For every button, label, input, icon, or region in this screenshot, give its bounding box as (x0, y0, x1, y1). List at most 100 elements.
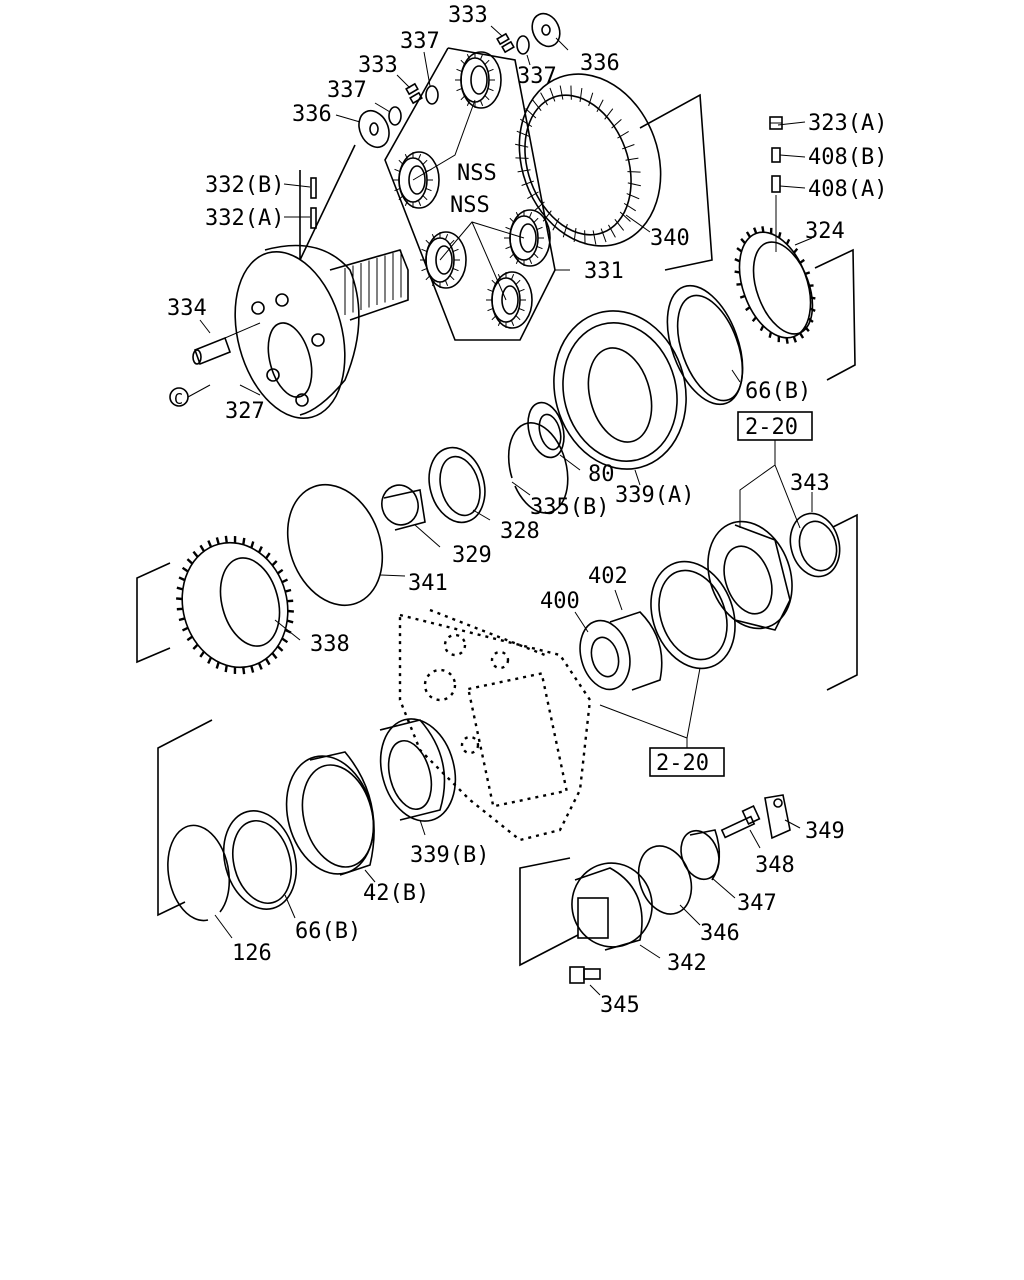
callout-c: C (174, 390, 183, 408)
callout-336-left: 336 (292, 102, 332, 127)
washer-336-right (531, 12, 561, 48)
callout-337-left: 337 (327, 78, 367, 103)
sync-sleeve-42b (285, 751, 375, 876)
bracket-343 (826, 513, 858, 691)
callout-402: 402 (588, 564, 628, 589)
companion-flange-342 (571, 862, 653, 951)
leader-ref-bottom-2 (686, 667, 701, 739)
sync-ring-66b-upper (666, 284, 744, 406)
callout-334: 334 (167, 296, 207, 321)
bolt-323a (769, 116, 783, 130)
leader-ref-bottom (599, 704, 688, 748)
callout-341: 341 (408, 571, 448, 596)
bracket-327 (299, 144, 356, 261)
rear-housing (707, 520, 793, 631)
snap-ring-126 (167, 824, 231, 922)
sync-ring-66b-lower (223, 810, 297, 910)
bearing-328 (428, 446, 486, 524)
callout-324: 324 (805, 219, 845, 244)
callout-408a: 408(A) (808, 177, 887, 202)
callout-400: 400 (540, 589, 580, 614)
callout-327: 327 (225, 399, 265, 424)
callout-ref-2-20-top: 2-20 (745, 415, 798, 440)
callout-337-top: 337 (400, 29, 440, 54)
gasket (650, 560, 736, 670)
callout-66b-upper: 66(B) (745, 379, 811, 404)
callout-nss-1: NSS (457, 161, 497, 186)
callout-345: 345 (600, 993, 640, 1018)
snap-ring-335b (507, 422, 569, 514)
ring-337-b (425, 85, 439, 105)
callout-339b: 339(B) (410, 843, 489, 868)
bracket-340 (639, 93, 713, 271)
callout-335b: 335(B) (530, 495, 609, 520)
pin-334 (192, 322, 261, 366)
callout-323a: 323(A) (808, 111, 887, 136)
washer-336-left (358, 109, 390, 149)
callout-332a: 332(A) (205, 206, 284, 231)
callout-408b: 408(B) (808, 145, 887, 170)
callout-339a: 339(A) (615, 483, 694, 508)
seal-343 (789, 512, 841, 578)
planet-gear (486, 271, 533, 329)
bracket-plate-349 (764, 794, 791, 840)
ring-337-a (516, 35, 530, 55)
pin-332-b (310, 177, 317, 199)
spring-408a (771, 175, 781, 193)
planet-carrier-327 (234, 244, 409, 419)
bolt-345 (569, 966, 601, 984)
bolt-348 (720, 805, 761, 839)
callout-42b: 42(B) (363, 881, 429, 906)
needle-333-a (496, 32, 515, 54)
callout-331: 331 (584, 259, 624, 284)
clutch-plate-339a (553, 310, 687, 470)
leader-nss-3 (471, 221, 507, 301)
callout-348: 348 (755, 853, 795, 878)
spring-408b (771, 147, 781, 163)
callout-333-mid: 333 (358, 53, 398, 78)
callout-340: 340 (650, 226, 690, 251)
ring-gear-340 (515, 73, 662, 247)
planet-gear (420, 231, 467, 289)
leader-ref-top-2 (774, 464, 801, 529)
transfer-case-housing (398, 608, 592, 842)
bracket-338 (136, 562, 171, 664)
callout-80: 80 (588, 462, 615, 487)
clutch-339b (379, 718, 457, 822)
bracket-331 (384, 47, 556, 341)
cone-80 (527, 401, 565, 459)
leader-ref-top (739, 440, 776, 528)
bracket-126 (157, 719, 213, 917)
hub-324 (734, 226, 816, 344)
callout-349: 349 (805, 819, 845, 844)
bracket-324 (814, 248, 856, 381)
callout-329: 329 (452, 543, 492, 568)
callout-333-top: 333 (448, 3, 488, 28)
planet-gear (455, 51, 502, 109)
callout-347: 347 (737, 891, 777, 916)
callout-332b: 332(B) (205, 173, 284, 198)
seal-347 (680, 829, 721, 881)
o-ring-341 (286, 483, 384, 607)
planet-gear (504, 209, 551, 267)
callout-nss-2: NSS (450, 193, 490, 218)
sleeve-402 (609, 611, 663, 691)
callout-346: 346 (700, 921, 740, 946)
callout-328: 328 (500, 519, 540, 544)
callout-337-right: 337 (517, 64, 557, 89)
leader-nss-1 (412, 99, 476, 181)
bearing-400 (579, 619, 631, 691)
callout-343: 343 (790, 471, 830, 496)
ring-337-c (388, 106, 402, 126)
callout-66b-lower: 66(B) (295, 919, 361, 944)
callout-342: 342 (667, 951, 707, 976)
pin-332-a (310, 207, 317, 229)
leader-lines (199, 25, 813, 996)
callout-ref-2-20-bottom: 2-20 (656, 751, 709, 776)
callout-338: 338 (310, 632, 350, 657)
bushing-329 (381, 484, 426, 531)
callout-336-right: 336 (580, 51, 620, 76)
leader-c (187, 384, 211, 398)
gear-338 (175, 535, 295, 675)
